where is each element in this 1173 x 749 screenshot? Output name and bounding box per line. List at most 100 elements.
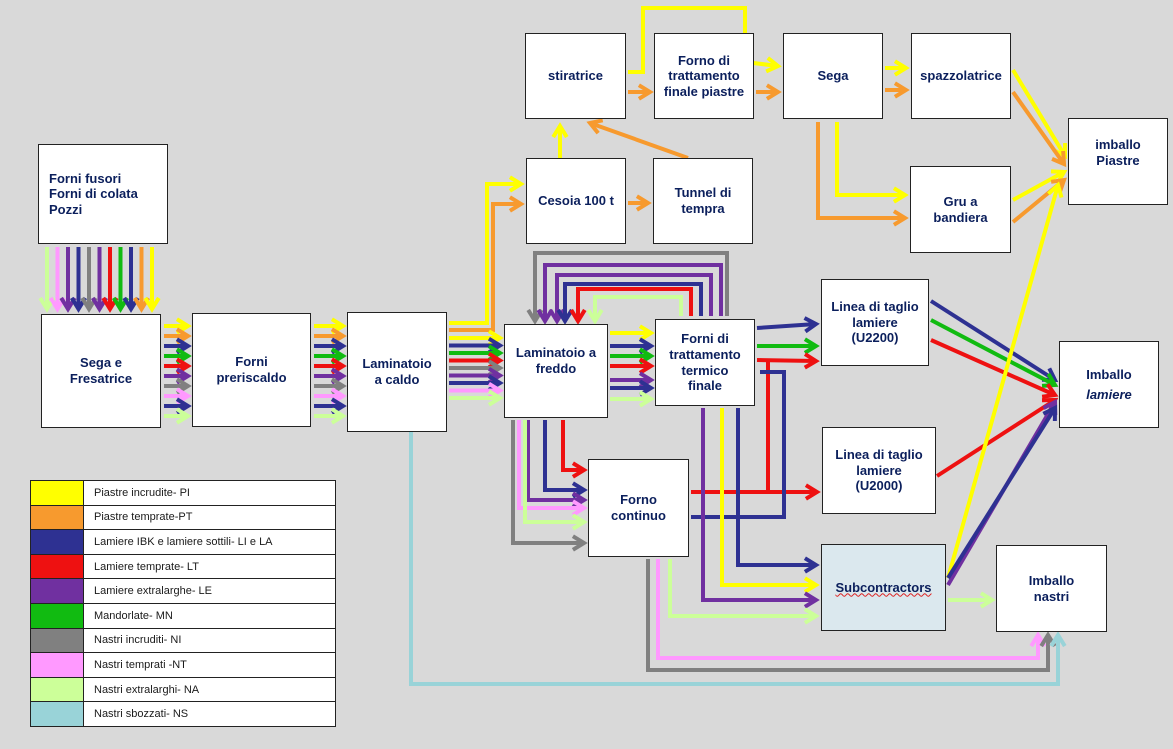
- node-forni-preriscaldo: Forni preriscaldo: [192, 313, 311, 427]
- arrow-tunnel-to-stiratrice: [589, 121, 689, 160]
- legend-row: Lamiere IBK e lamiere sottili- LI e LA: [30, 529, 336, 555]
- arrow-loop-le: [543, 263, 723, 321]
- node-forni-trattamento-termico: Forni di trattamento termico finale: [655, 319, 755, 406]
- legend-label: Nastri temprati -NT: [83, 652, 336, 678]
- node-spazzolatrice-label: spazzolatrice: [920, 68, 1002, 84]
- arrowhead: [143, 296, 161, 313]
- arrow-loop-lt: [576, 287, 693, 321]
- node-tunnel: Tunnel di tempra: [653, 158, 753, 244]
- node-forni-trattamento-termico-label: Forni di trattamento termico finale: [669, 331, 741, 394]
- arrowhead: [765, 56, 782, 74]
- node-cesoia-label: Cesoia 100 t: [538, 193, 614, 209]
- node-subcontractors: Subcontractors: [821, 544, 946, 631]
- arrow-u2200-to-imballo: [929, 299, 1057, 382]
- arrowhead: [638, 324, 655, 342]
- arrowhead: [508, 175, 525, 193]
- arrowhead: [571, 534, 588, 552]
- arrow-freddo-to-continuo: [543, 420, 584, 492]
- legend-label: Piastre temprate-PT: [83, 504, 336, 531]
- arrowhead: [1041, 383, 1059, 399]
- node-imballo-lamiere-label-italic: lamiere: [1086, 386, 1132, 402]
- node-imballo-nastri-label: Imballo nastri: [1028, 572, 1075, 604]
- arrowhead: [571, 513, 588, 531]
- arrow-caldo-to-cesoia: [449, 182, 521, 325]
- node-forno-continuo-label: Forno continuo: [611, 492, 666, 523]
- node-linea-u2200-label: Linea di taglio lamiere (U2200): [831, 299, 919, 346]
- node-forno-continuo: Forno continuo: [588, 459, 689, 557]
- arrowhead: [804, 483, 821, 501]
- legend-label: Lamiere extralarghe- LE: [83, 578, 336, 604]
- arrowhead: [1047, 181, 1064, 199]
- arrow-loop-li: [563, 282, 703, 321]
- arrowhead: [892, 209, 909, 227]
- node-imballo-nastri: Imballo nastri: [996, 545, 1107, 632]
- node-laminatoio-caldo-label: Laminatoio a caldo: [362, 356, 432, 387]
- arrowhead: [638, 357, 655, 375]
- arrow-subcontractors-to-imballo-piastre: [946, 184, 1060, 579]
- node-imballo-lamiere: Imballo lamiere: [1059, 341, 1159, 428]
- arrowhead: [803, 556, 820, 574]
- arrow-trattamento-to-u2200: [756, 358, 817, 363]
- legend-label: Mandorlate- MN: [83, 602, 336, 629]
- legend-label: Lamiere IBK e lamiere sottili- LI e LA: [83, 529, 336, 555]
- arrowhead: [893, 59, 910, 77]
- node-forni-fusori: Forni fusori Forni di colata Pozzi: [38, 144, 168, 244]
- arrow-spazzolatrice-to-imballo: [1011, 90, 1066, 166]
- arrow-spazzolatrice-to-imballo: [1011, 68, 1067, 158]
- legend-swatch: [30, 480, 84, 506]
- arrowhead: [571, 461, 588, 479]
- arrow-u2200-to-imballo: [930, 318, 1056, 387]
- arrowhead: [1042, 404, 1058, 422]
- arrowhead: [637, 83, 654, 101]
- legend-row: Lamiere temprate- LT: [30, 553, 336, 580]
- node-gru: Gru a bandiera: [910, 166, 1011, 253]
- arrow-caldo-to-imballo-nastri: [409, 432, 1060, 686]
- arrow-continuo-to-imballo-nastri: [646, 559, 1050, 672]
- legend-label: Nastri extralarghi- NA: [83, 676, 336, 703]
- node-linea-u2200: Linea di taglio lamiere (U2200): [821, 279, 929, 366]
- arrowhead: [1049, 631, 1067, 648]
- arrow-continuo-to-subcontractors: [668, 559, 816, 618]
- arrowhead: [803, 352, 820, 370]
- arrow-sega-to-gru: [816, 122, 905, 220]
- legend-swatch: [30, 676, 84, 703]
- arrow-freddo-to-continuo: [517, 420, 584, 510]
- arrow-trattamento-to-subcontractors: [736, 408, 816, 567]
- arrow-loop-na: [593, 295, 683, 321]
- arrowhead: [765, 83, 782, 101]
- arrowhead: [551, 122, 569, 139]
- arrow-freddo-to-continuo: [511, 420, 584, 545]
- arrow-freddo-to-continuo: [561, 420, 584, 472]
- arrow-freddo-to-continuo: [526, 420, 584, 502]
- arrow-continuo-to-imballo-nastri: [656, 559, 1040, 660]
- arrow-trattamento-to-subcontractors: [701, 408, 816, 602]
- arrow-loop-le: [555, 273, 713, 321]
- legend-row: Mandorlate- MN: [30, 602, 336, 629]
- legend-row: Nastri incruditi- NI: [30, 627, 336, 654]
- legend-row: Nastri extralarghi- NA: [30, 676, 336, 703]
- arrowhead: [1050, 177, 1067, 193]
- legend-swatch: [30, 578, 84, 604]
- node-cesoia: Cesoia 100 t: [526, 158, 626, 244]
- arrowhead: [635, 194, 652, 212]
- arrowhead: [586, 308, 604, 325]
- node-sega-fresatrice: Sega e Fresatrice: [41, 314, 161, 428]
- arrow-sega-to-gru: [835, 122, 905, 197]
- legend-swatch: [30, 627, 84, 654]
- arrowhead: [175, 407, 192, 425]
- arrowhead: [803, 576, 820, 594]
- node-imballo-piastre: imballo Piastre: [1068, 118, 1168, 205]
- node-tunnel-label: Tunnel di tempra: [674, 185, 732, 216]
- arrowhead: [508, 195, 525, 213]
- arrowhead: [892, 186, 909, 204]
- arrowhead: [536, 308, 554, 325]
- node-stiratrice: stiratrice: [525, 33, 626, 119]
- arrowhead: [1051, 150, 1067, 168]
- node-spazzolatrice: spazzolatrice: [911, 33, 1011, 119]
- arrowhead: [803, 316, 820, 334]
- arrowhead: [487, 389, 504, 407]
- arrow-u2200-to-imballo: [930, 338, 1056, 397]
- node-sega-label: Sega: [817, 68, 849, 84]
